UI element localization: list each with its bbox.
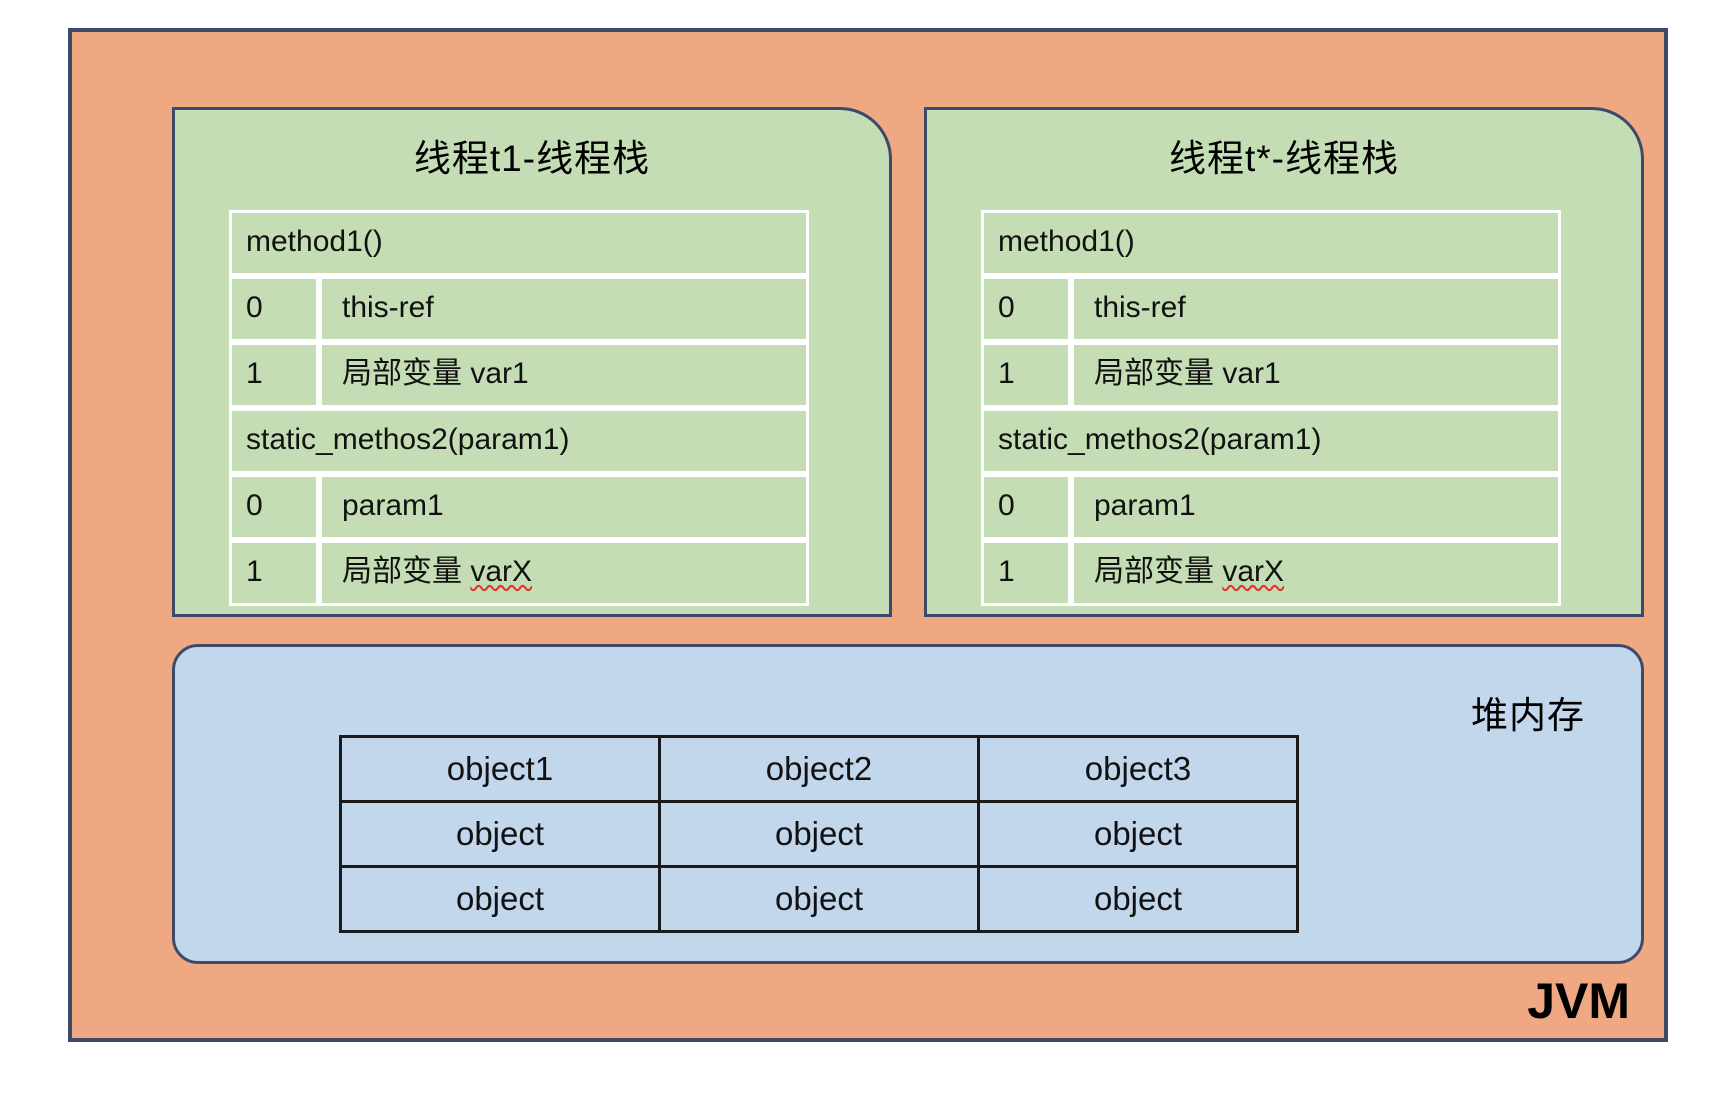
frame-name-static-methos2: static_methos2(param1) <box>229 408 809 474</box>
jvm-container: 线程t1-线程栈 method1() 0 this-ref 1 局部变量 var… <box>68 28 1668 1042</box>
thread-stack-title-tstar: 线程t*-线程栈 <box>1169 138 1399 179</box>
stack-slot-row: 1 局部变量 var1 <box>229 342 809 408</box>
table-row: object object object <box>339 865 1299 933</box>
slot-value-misspelled-word: varX <box>1222 555 1285 589</box>
thread-stack-panel-t1: 线程t1-线程栈 method1() 0 this-ref 1 局部变量 var… <box>172 107 892 617</box>
stack-frame-header-row: method1() <box>981 210 1561 276</box>
slot-index: 0 <box>981 276 1071 342</box>
thread-stack-title-t1: 线程t1-线程栈 <box>413 138 651 179</box>
frame-name-static-methos2: static_methos2(param1) <box>981 408 1561 474</box>
slot-value: param1 <box>319 474 809 540</box>
jvm-label: JVM <box>1527 973 1630 1029</box>
frame-name-method1: method1() <box>229 210 809 276</box>
stack-slot-row: 1 局部变量 varX <box>229 540 809 606</box>
heap-cell: object2 <box>658 735 980 803</box>
stack-slot-row: 0 param1 <box>981 474 1561 540</box>
thread-stack-panel-tstar: 线程t*-线程栈 method1() 0 this-ref 1 局部变量 var… <box>924 107 1644 617</box>
stack-slot-row: 0 this-ref <box>229 276 809 342</box>
table-row: object object object <box>339 800 1299 868</box>
stack-frame-table-t1: method1() 0 this-ref 1 局部变量 var1 static_… <box>229 210 809 606</box>
slot-value-misspelled-word: varX <box>470 555 533 589</box>
slot-value: this-ref <box>1071 276 1561 342</box>
heap-memory-panel: 堆内存 object1 object2 object3 object objec… <box>172 644 1644 964</box>
heap-cell: object <box>977 800 1299 868</box>
heap-cell: object <box>339 800 661 868</box>
stack-frame-header-row: method1() <box>229 210 809 276</box>
slot-index: 0 <box>981 474 1071 540</box>
stack-slot-row: 0 this-ref <box>981 276 1561 342</box>
heap-object-table: object1 object2 object3 object object ob… <box>339 735 1299 933</box>
frame-name-method1: method1() <box>981 210 1561 276</box>
heap-cell: object <box>339 865 661 933</box>
heap-cell: object <box>658 800 980 868</box>
slot-value-prefix: 局部变量 <box>1094 555 1223 589</box>
heap-cell: object <box>977 865 1299 933</box>
stack-slot-row: 1 局部变量 var1 <box>981 342 1561 408</box>
slot-index: 0 <box>229 474 319 540</box>
slot-index: 1 <box>229 342 319 408</box>
slot-index: 1 <box>229 540 319 606</box>
slot-value: 局部变量 var1 <box>1071 342 1561 408</box>
heap-cell: object3 <box>977 735 1299 803</box>
slot-index: 1 <box>981 540 1071 606</box>
slot-value: 局部变量 varX <box>319 540 809 606</box>
table-row: object1 object2 object3 <box>339 735 1299 803</box>
stack-frame-header-row: static_methos2(param1) <box>229 408 809 474</box>
slot-value: param1 <box>1071 474 1561 540</box>
stack-slot-row: 0 param1 <box>229 474 809 540</box>
slot-index: 0 <box>229 276 319 342</box>
slot-value: 局部变量 var1 <box>319 342 809 408</box>
heap-cell: object <box>658 865 980 933</box>
slot-value: this-ref <box>319 276 809 342</box>
slot-value-prefix: 局部变量 <box>342 555 471 589</box>
stack-slot-row: 1 局部变量 varX <box>981 540 1561 606</box>
slot-value: 局部变量 varX <box>1071 540 1561 606</box>
heap-cell: object1 <box>339 735 661 803</box>
slot-index: 1 <box>981 342 1071 408</box>
heap-memory-label: 堆内存 <box>1471 695 1585 736</box>
stack-frame-header-row: static_methos2(param1) <box>981 408 1561 474</box>
stack-frame-table-tstar: method1() 0 this-ref 1 局部变量 var1 static_… <box>981 210 1561 606</box>
